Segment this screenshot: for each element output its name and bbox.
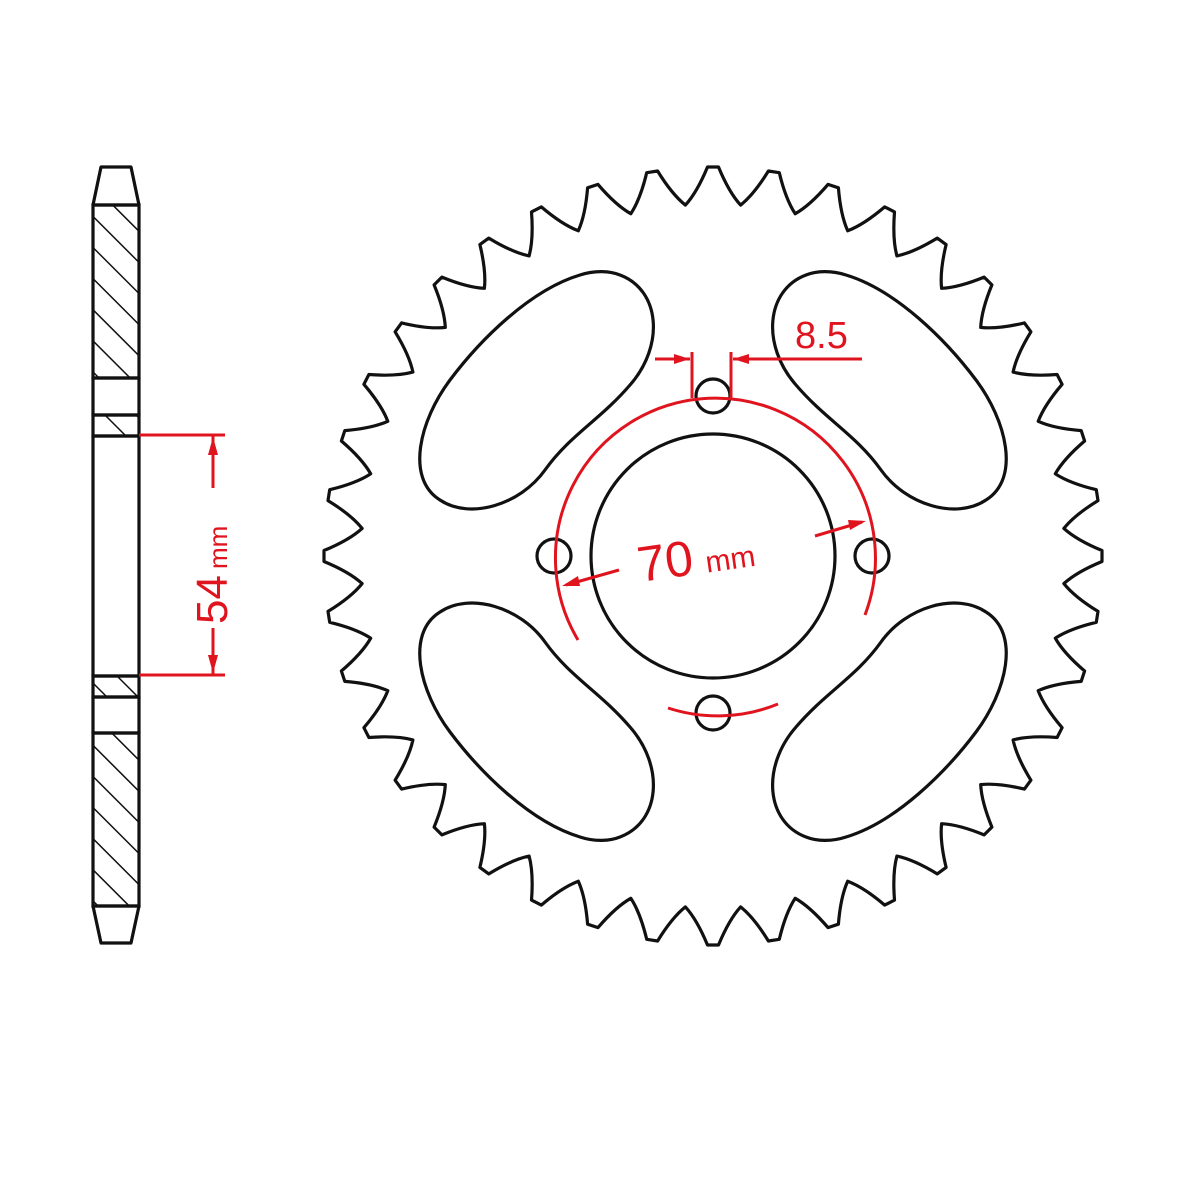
center-bore [589, 432, 837, 680]
sprocket-teeth-outline [322, 165, 1104, 947]
bolt-hole-dimension: 8.5 [655, 315, 862, 398]
side-lower-hatch [91, 731, 141, 908]
hub-width-dimension: 54mm [139, 433, 237, 677]
side-upper-hatch [91, 203, 141, 380]
lightening-hole-top-left [418, 270, 655, 511]
bolt-hole-top [694, 377, 732, 415]
pcd-arc-lower [667, 702, 779, 718]
side-lower-gap [91, 695, 141, 735]
lightening-hole-top-right [771, 270, 1008, 511]
bolt-hole-label: 8.5 [795, 315, 848, 357]
hub-width-label: 54mm [188, 526, 237, 624]
lightening-hole-bottom-right [771, 601, 1008, 842]
bolt-hole-bottom [694, 694, 732, 732]
side-upper-small-hatch [91, 413, 141, 438]
lightening-holes [418, 270, 1008, 842]
bolt-hole-left [535, 537, 573, 575]
lightening-hole-bottom-left [418, 601, 655, 842]
side-upper-gap [91, 376, 141, 417]
bolt-hole-right [853, 537, 891, 575]
side-top-chamfer [91, 165, 141, 207]
side-lower-small-hatch [91, 674, 141, 699]
pcd-arc-upper [553, 396, 877, 641]
side-hub [91, 434, 141, 678]
side-view: 54mm [91, 165, 237, 945]
side-bottom-chamfer [91, 904, 141, 945]
